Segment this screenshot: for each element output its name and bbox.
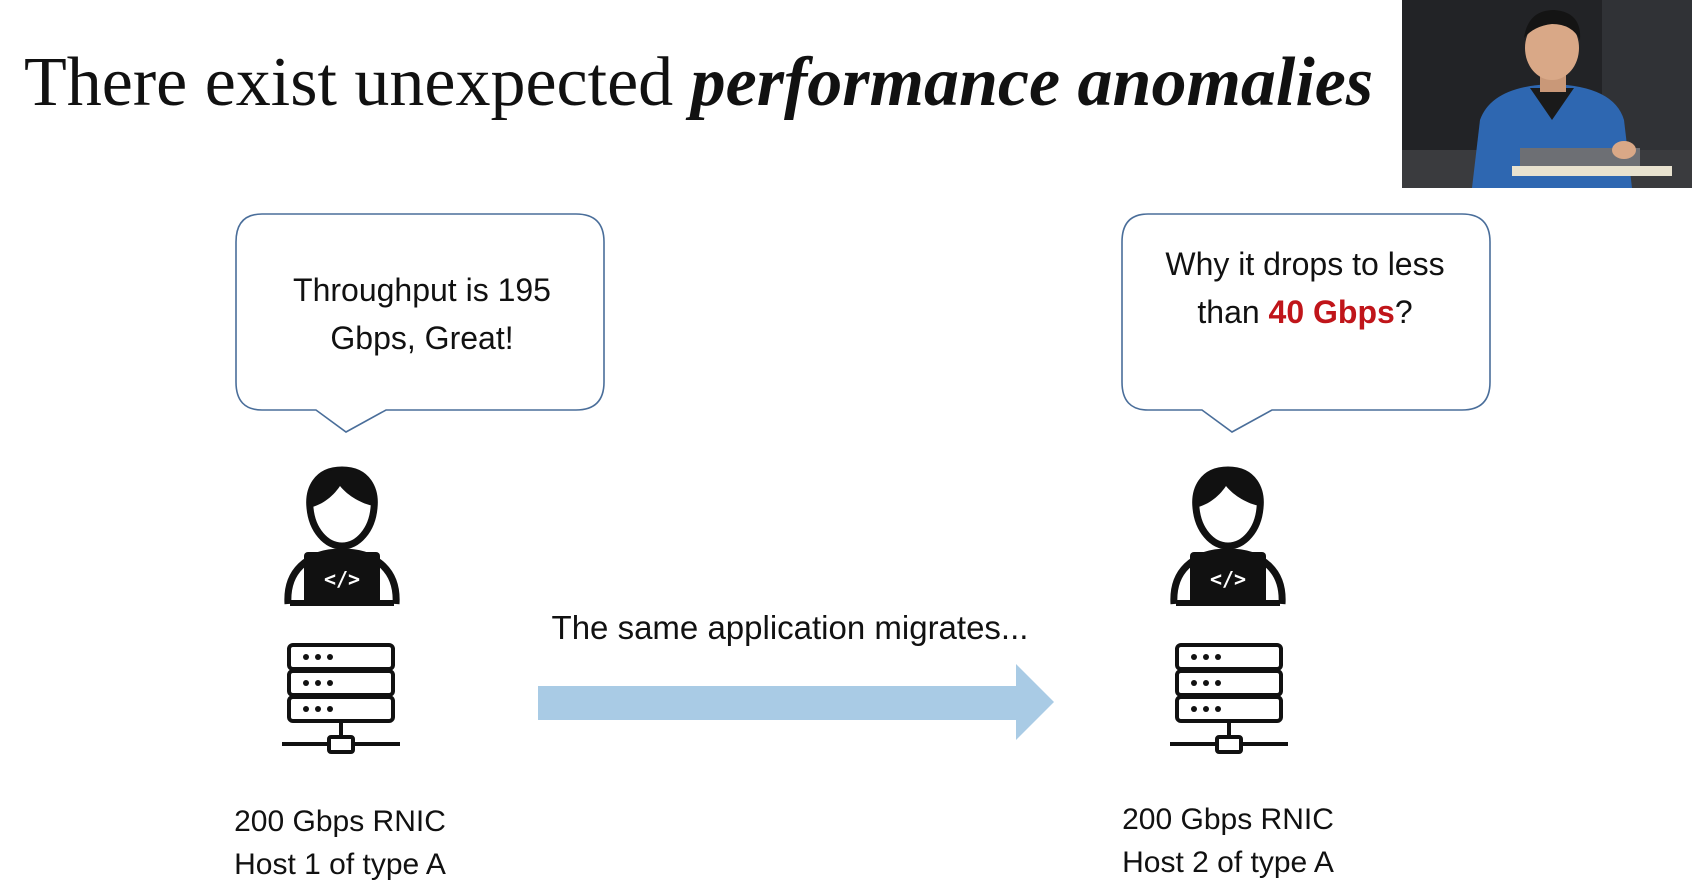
- right-bubble-text: Why it drops to less than 40 Gbps?: [1130, 240, 1480, 336]
- slide-title: There exist unexpected performance anoma…: [24, 38, 1373, 128]
- svg-text:</>: </>: [324, 567, 360, 591]
- right-bubble-line1: Why it drops to less: [1165, 246, 1445, 282]
- right-bubble-highlight: 40 Gbps: [1268, 294, 1395, 330]
- left-bubble-text: Throughput is 195 Gbps, Great!: [293, 272, 551, 356]
- speaker-image: [1402, 0, 1692, 188]
- title-emphasis: performance anomalies: [690, 44, 1374, 121]
- migration-caption: The same application migrates...: [551, 609, 1029, 646]
- right-server-icon: [1170, 643, 1288, 754]
- right-developer-icon: </>: [1170, 466, 1286, 606]
- left-host-label: 200 Gbps RNIC Host 1 of type A: [180, 800, 500, 886]
- right-host-name: Host 2 of type A: [1122, 846, 1334, 879]
- left-speech-bubble: [235, 213, 605, 433]
- right-bubble-prefix: than: [1197, 294, 1269, 330]
- right-host-label: 200 Gbps RNIC Host 2 of type A: [1068, 798, 1388, 884]
- left-host-rnic: 200 Gbps RNIC: [234, 805, 446, 838]
- speaker-video-inset: [1402, 0, 1692, 188]
- title-plain: There exist unexpected: [24, 44, 691, 121]
- migration-arrow: [538, 664, 1054, 740]
- svg-text:</>: </>: [1210, 567, 1246, 591]
- left-server-icon: [282, 643, 400, 754]
- right-bubble-line2: than 40 Gbps?: [1130, 288, 1480, 336]
- right-bubble-suffix: ?: [1394, 294, 1413, 330]
- right-speech-bubble: [1121, 213, 1491, 433]
- left-host-name: Host 1 of type A: [234, 848, 446, 881]
- right-host-rnic: 200 Gbps RNIC: [1122, 803, 1334, 836]
- left-developer-icon: </>: [284, 466, 400, 606]
